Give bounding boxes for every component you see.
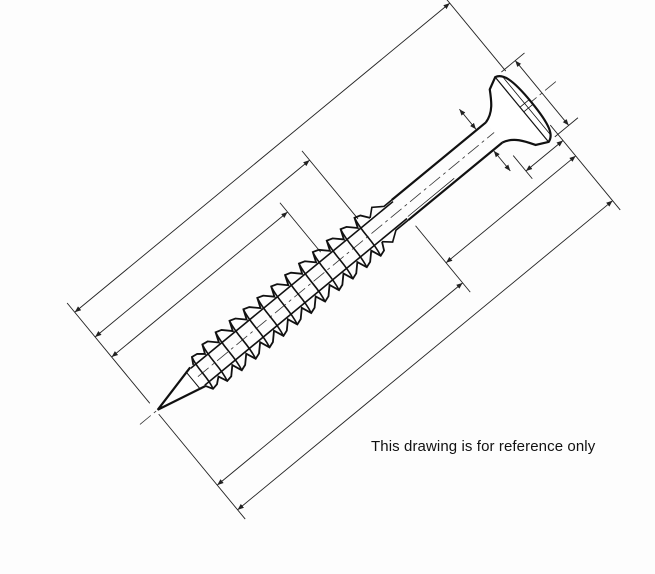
screw-head — [484, 75, 552, 147]
screw-tip — [156, 366, 206, 411]
reference-note: This drawing is for reference only — [371, 438, 596, 455]
dimension-lines — [66, 0, 621, 520]
screw-thread — [185, 199, 409, 390]
center-line — [138, 81, 557, 426]
screw-shank — [391, 121, 504, 221]
